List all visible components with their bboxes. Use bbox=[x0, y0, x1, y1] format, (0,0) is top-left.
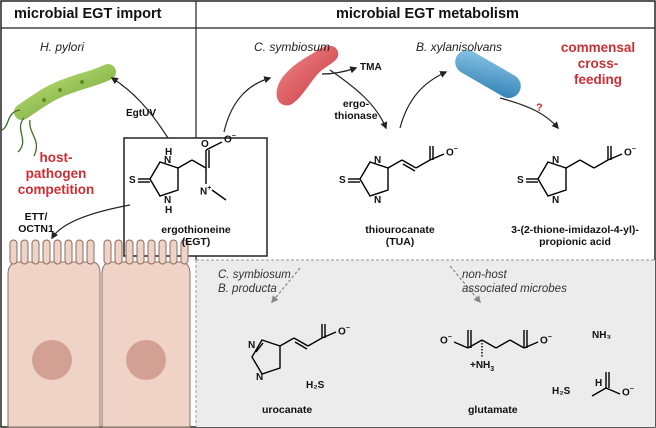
arrow-egtuv bbox=[110, 77, 169, 139]
atom-egt-s: S bbox=[129, 175, 136, 186]
atom-tua-n-bot: N bbox=[374, 195, 382, 206]
label-propionic-acid: 3-(2-thione-imidazol-4-yl)- propionic ac… bbox=[511, 224, 639, 248]
c-symbiosum-icon bbox=[276, 45, 339, 106]
atom-egt-nplus: N+ bbox=[200, 185, 212, 198]
atom-prop-n-bot: N bbox=[552, 195, 560, 206]
label-glutamate: glutamate bbox=[468, 404, 518, 416]
atom-egt-o: O− bbox=[224, 133, 236, 146]
label-question-mark: ? bbox=[536, 102, 543, 114]
label-host-pathogen-competition: host- pathogen competition bbox=[17, 150, 95, 197]
atom-egt-h-bot: H bbox=[165, 205, 173, 216]
label-bottom-right-microbes: non-host associated microbes bbox=[462, 269, 567, 295]
atom-glu-o2: O− bbox=[540, 334, 552, 347]
label-ergothionase: ergo- thionase bbox=[334, 98, 378, 122]
glutamate-structure bbox=[453, 330, 539, 358]
host-cells bbox=[7, 239, 191, 428]
atom-uro-o: O− bbox=[338, 325, 350, 338]
atom-egt-nh-top: H bbox=[165, 147, 173, 158]
arrow-to-glutamate bbox=[449, 265, 481, 304]
arrow-to-c-symbiosum bbox=[223, 76, 272, 133]
label-tma: TMA bbox=[360, 62, 382, 73]
atom-formate-h: H bbox=[595, 378, 603, 389]
tua-structure bbox=[348, 146, 445, 197]
atom-formate-o: O− bbox=[622, 386, 634, 399]
atom-tua-o: O− bbox=[446, 146, 458, 159]
left-panel-header: microbial EGT import bbox=[14, 6, 162, 22]
label-h-pylori: H. pylori bbox=[40, 40, 85, 54]
atom-tua-s: S bbox=[339, 175, 346, 186]
atom-prop-s: S bbox=[517, 175, 524, 186]
nucleus-right bbox=[126, 340, 166, 380]
label-b-xylanisolvans: B. xylanisolvans bbox=[416, 40, 503, 54]
label-urocanate: urocanate bbox=[262, 404, 313, 416]
urocanate-structure bbox=[251, 324, 337, 375]
arrow-to-tua bbox=[329, 69, 388, 130]
atom-egt-n-bot: N bbox=[164, 195, 172, 206]
label-commensal-cross-feeding: commensal cross- feeding bbox=[560, 40, 636, 87]
egt-box bbox=[123, 137, 268, 257]
label-bottom-left-microbes: C. symbiosum B. producta bbox=[218, 269, 291, 295]
propionic-structure bbox=[526, 146, 623, 197]
arrow-ett-octn1 bbox=[51, 204, 131, 240]
atom-tua-n-top: N bbox=[374, 155, 382, 166]
atom-uro-n: N bbox=[248, 340, 256, 351]
label-ett-octn1: ETT/ OCTN1 bbox=[18, 211, 54, 235]
label-tua: thiourocanate (TUA) bbox=[365, 224, 435, 248]
atom-egt-n-top: N bbox=[164, 155, 172, 166]
label-c-symbiosum: C. symbiosum bbox=[254, 40, 331, 54]
atom-uro-nh: N bbox=[256, 372, 264, 383]
atom-glu-o: O− bbox=[440, 334, 452, 347]
right-panel-header: microbial EGT metabolism bbox=[336, 6, 519, 22]
arrow-tma bbox=[321, 66, 358, 75]
b-xylanisolvans-icon bbox=[455, 50, 521, 98]
arrow-to-propionic bbox=[499, 97, 559, 130]
formate-structure bbox=[591, 372, 621, 397]
arrow-to-urocanate bbox=[271, 267, 301, 304]
atom-egt-o2: O bbox=[201, 139, 209, 150]
nucleus-left bbox=[32, 340, 72, 380]
label-h2s-left: H₂S bbox=[306, 380, 325, 391]
label-egtuv: EgtUV bbox=[126, 108, 156, 119]
atom-glu-nh3: +NH3 bbox=[470, 360, 495, 373]
atom-prop-o: O− bbox=[624, 146, 636, 159]
arrow-tua-to-b-xylanisolvans bbox=[399, 71, 448, 129]
h-pylori-icon bbox=[1, 64, 116, 157]
egt-structure bbox=[138, 141, 227, 201]
label-h2s-right: H₂S bbox=[552, 386, 571, 397]
label-egt: ergothioneine (EGT) bbox=[161, 224, 231, 248]
atom-prop-n-top: N bbox=[552, 155, 560, 166]
label-nh3: NH₃ bbox=[592, 330, 612, 341]
